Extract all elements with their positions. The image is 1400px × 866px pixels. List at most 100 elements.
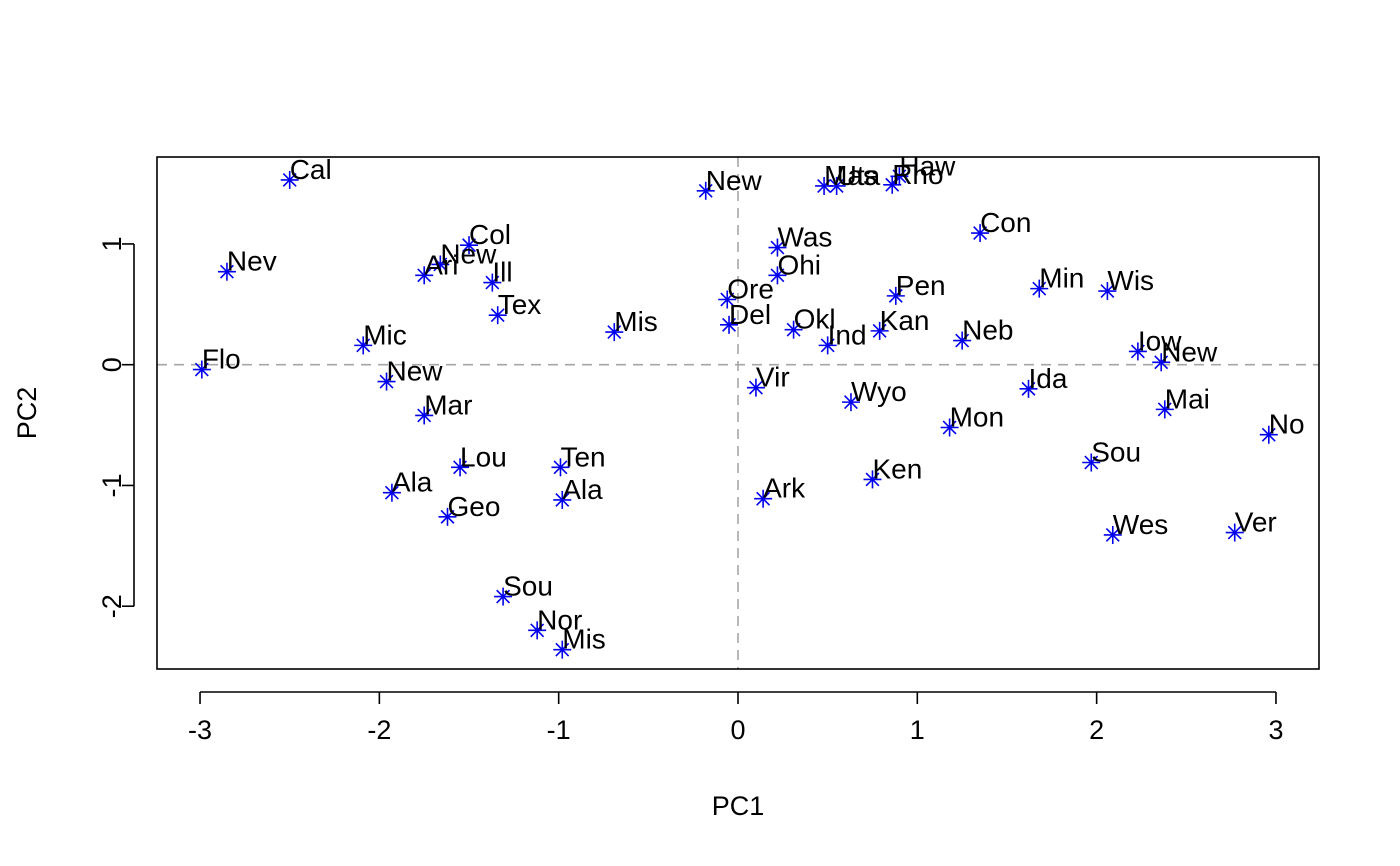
point-label: Con xyxy=(980,207,1031,238)
reference-lines xyxy=(157,157,1319,669)
point-label: Was xyxy=(777,222,832,253)
point-label: Sou xyxy=(503,571,553,602)
data-point xyxy=(953,331,972,350)
point-label: Iow xyxy=(1138,325,1182,356)
point-label: Ark xyxy=(763,473,806,504)
data-point xyxy=(494,587,513,606)
data-point xyxy=(890,167,909,186)
data-point xyxy=(768,266,787,285)
y-tick-label: 0 xyxy=(97,357,127,372)
x-axis: -3 -2 -1 0 1 2 3 xyxy=(188,691,1283,745)
data-point xyxy=(883,175,902,194)
data-point xyxy=(438,507,457,526)
point-label: Nor xyxy=(537,604,582,635)
y-tick-label: 1 xyxy=(97,236,127,251)
data-point xyxy=(1098,282,1117,301)
data-point xyxy=(827,176,846,195)
point-label: Ver xyxy=(1235,507,1277,538)
point-label: Flo xyxy=(202,344,241,375)
point-label: Sou xyxy=(1091,437,1141,468)
data-point xyxy=(818,336,837,355)
point-label: Lou xyxy=(460,441,507,472)
data-point xyxy=(415,406,434,425)
point-label: Ala xyxy=(392,467,433,498)
point-label: Rho xyxy=(892,159,943,190)
data-point xyxy=(192,360,211,379)
x-tick-label: -3 xyxy=(188,715,212,745)
point-label: Ala xyxy=(562,474,603,505)
point-label: Mis xyxy=(614,306,658,337)
data-point xyxy=(1030,279,1049,298)
data-point xyxy=(971,224,990,243)
x-axis-label: PC1 xyxy=(712,791,765,821)
point-label: Ill xyxy=(492,257,512,288)
data-point xyxy=(605,323,624,342)
point-label: Mon xyxy=(950,401,1004,432)
point-label: Mar xyxy=(424,389,472,420)
point-label: Cal xyxy=(290,154,332,185)
point-label: Col xyxy=(469,219,511,250)
point-label: Mas xyxy=(824,160,877,191)
data-point xyxy=(377,372,396,391)
data-point xyxy=(217,262,236,281)
data-point xyxy=(940,418,959,437)
data-point xyxy=(720,315,739,334)
data-point xyxy=(784,320,803,339)
x-tick-label: 1 xyxy=(910,715,925,745)
point-label: Ohi xyxy=(777,249,821,280)
x-tick-label: 2 xyxy=(1089,715,1104,745)
point-label: Ida xyxy=(1029,363,1068,394)
data-point xyxy=(1103,525,1122,544)
data-point xyxy=(528,621,547,640)
data-point xyxy=(553,640,572,659)
y-axis-label: PC2 xyxy=(12,387,42,440)
data-point xyxy=(280,170,299,189)
data-point xyxy=(382,483,401,502)
data-point xyxy=(1225,523,1244,542)
x-tick-label: -1 xyxy=(547,715,571,745)
data-point xyxy=(415,266,434,285)
point-label: Ken xyxy=(872,453,922,484)
data-point xyxy=(431,255,450,274)
data-point xyxy=(1152,353,1171,372)
point-label: Okl xyxy=(794,304,836,335)
point-label: New xyxy=(706,165,763,196)
data-point xyxy=(1259,425,1278,444)
data-point xyxy=(696,181,715,200)
point-label: New xyxy=(387,356,444,387)
plot-frame xyxy=(156,156,1320,670)
point-label: Mai xyxy=(1165,383,1210,414)
point-label: Ind xyxy=(828,319,867,350)
data-point xyxy=(1155,400,1174,419)
data-point xyxy=(870,321,889,340)
x-tick-label: 3 xyxy=(1268,715,1283,745)
x-tick-label: -2 xyxy=(367,715,391,745)
y-tick-label: -1 xyxy=(97,473,127,497)
point-label: Del xyxy=(729,299,771,330)
data-point xyxy=(551,458,570,477)
point-label: Pen xyxy=(896,270,946,301)
data-point xyxy=(886,286,905,305)
point-label: Wis xyxy=(1107,265,1154,296)
point-label: Wyo xyxy=(851,376,907,407)
point-label: Geo xyxy=(448,491,501,522)
x-tick-label: 0 xyxy=(730,715,745,745)
point-label: Ten xyxy=(560,441,605,472)
data-point xyxy=(754,489,773,508)
point-label: No xyxy=(1269,409,1305,440)
data-point xyxy=(746,378,765,397)
data-points xyxy=(192,167,1278,659)
point-label: New xyxy=(440,238,497,269)
data-point xyxy=(460,236,479,255)
point-label: Mic xyxy=(363,319,407,350)
point-labels: CalNevFloMicNewAriNewColIllTexMarLouAlaG… xyxy=(202,150,1305,654)
data-point xyxy=(768,238,787,257)
data-point xyxy=(718,290,737,309)
data-point xyxy=(1019,379,1038,398)
y-axis: -2-101 xyxy=(97,236,135,618)
point-label: Nev xyxy=(227,246,277,277)
point-label: Min xyxy=(1039,263,1084,294)
data-point xyxy=(1128,342,1147,361)
point-label: Ari xyxy=(424,249,458,280)
